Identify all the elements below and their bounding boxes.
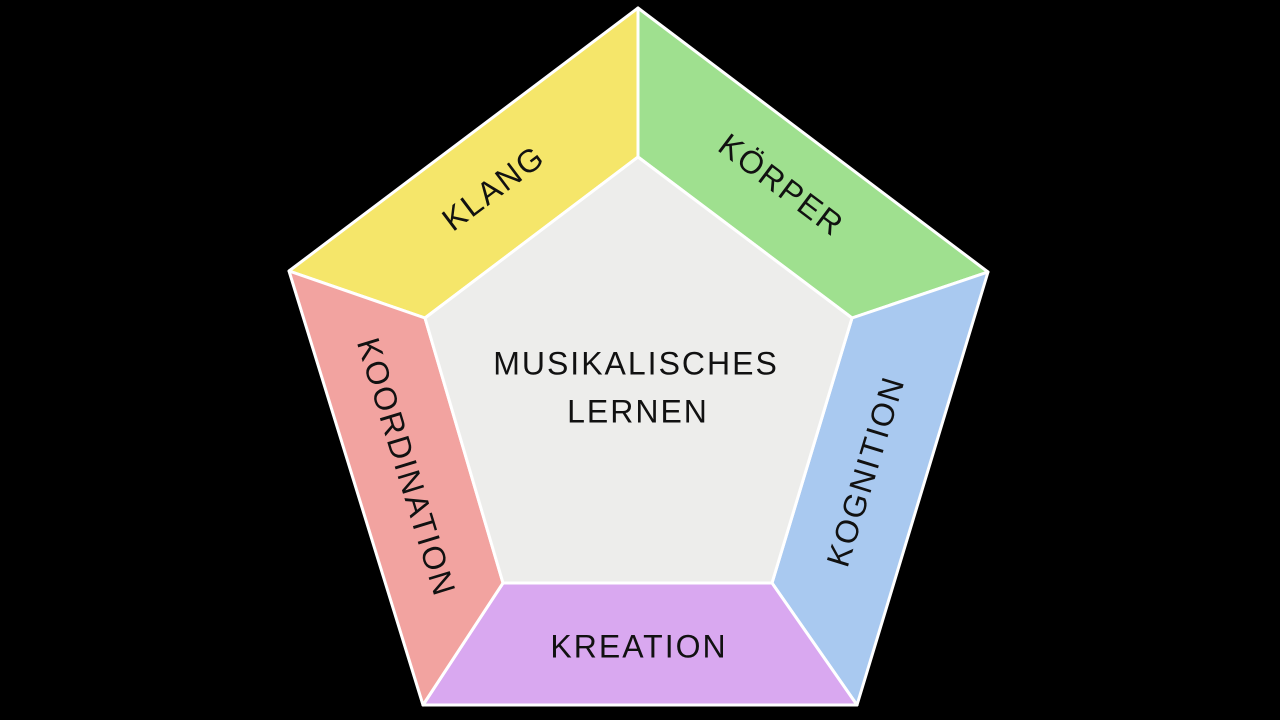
label-kreation: KREATION <box>550 628 727 664</box>
center-title-line1: MUSIKALISCHES <box>493 345 779 381</box>
center-title-line2: LERNEN <box>567 393 709 429</box>
center-pentagon <box>423 155 854 585</box>
